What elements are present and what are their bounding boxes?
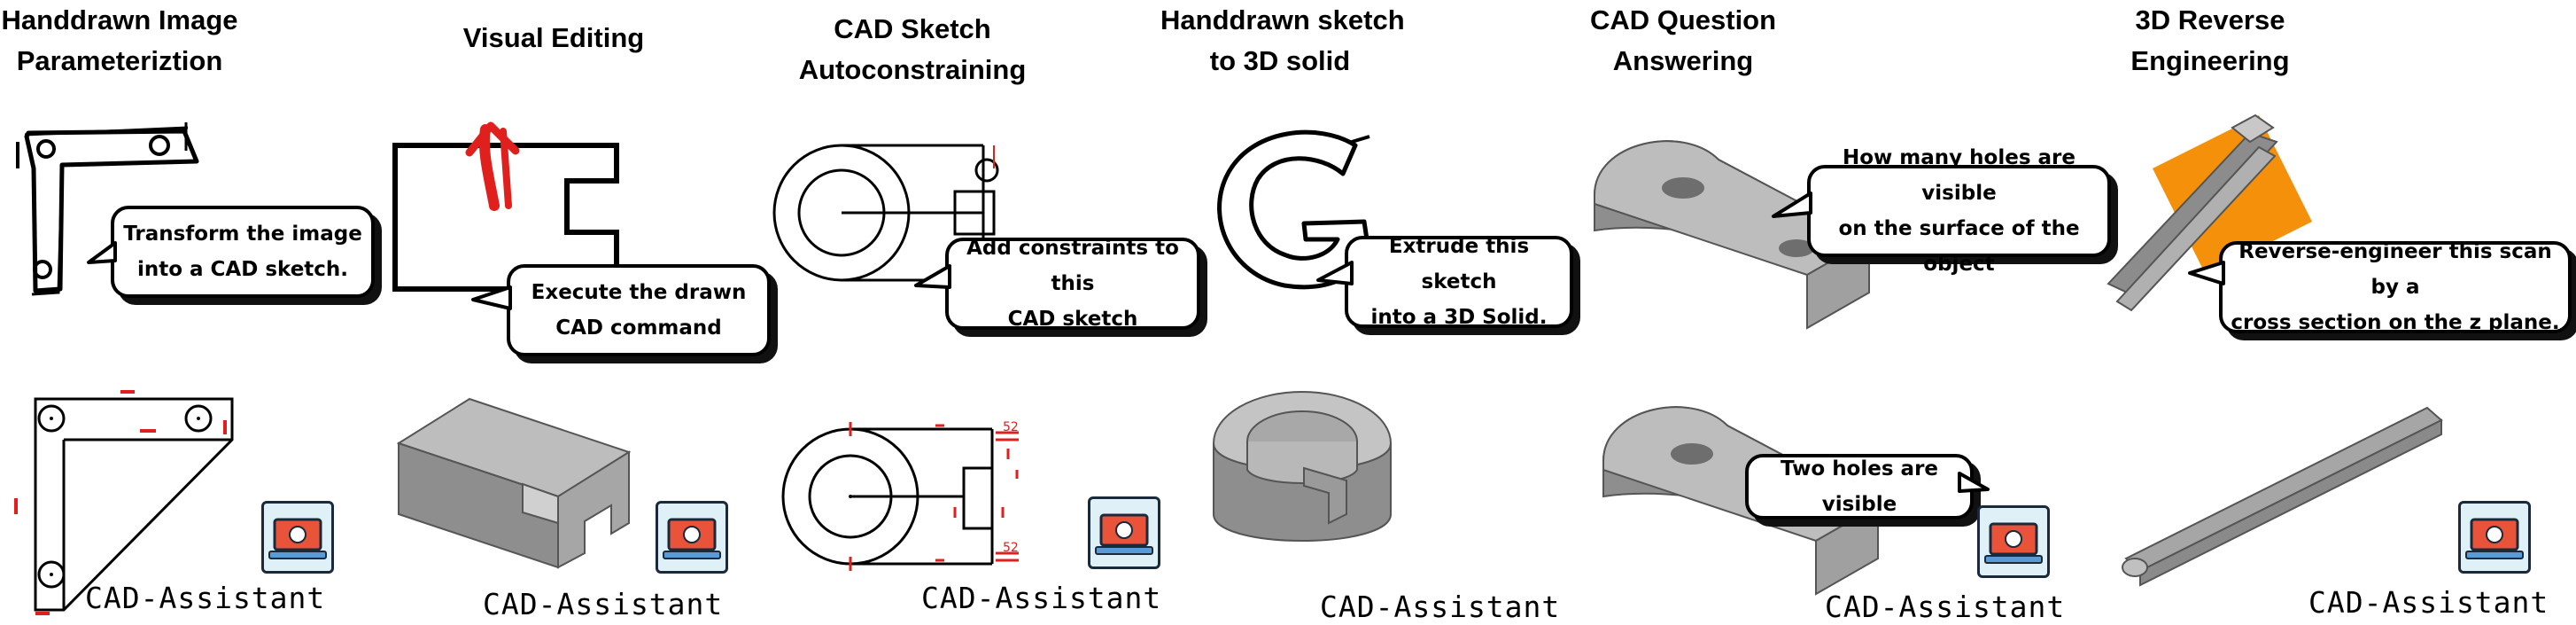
extruded-c-solid — [1213, 391, 1392, 542]
title-col4: Handdrawn sketch to 3D solid — [1160, 0, 1405, 82]
constrained-cad-sketch: 52 52 — [781, 420, 1019, 571]
prompt-bubble-col3: Add constraints to this CAD sketch — [945, 237, 1200, 331]
prompt-line: on the surface of the object — [1838, 217, 2080, 276]
bubble-tail — [1772, 191, 1812, 218]
title-col2: Visual Editing — [416, 0, 691, 59]
prompt-line: into a 3D Solid. — [1370, 306, 1548, 329]
prompt-bubble-col1: Transform the image into a CAD sketch. — [111, 206, 375, 298]
prompt-bubble-col2: Execute the drawn CAD command — [507, 264, 771, 356]
prompt-line: Reverse-engineer this scan by a — [2238, 240, 2552, 299]
robot-laptop-icon — [1977, 505, 2050, 578]
prompt-line: How many holes are visible — [1843, 146, 2076, 205]
reverse-engineered-rail — [2122, 406, 2443, 587]
title-line: Visual Editing — [462, 22, 645, 53]
cad-assistant-label-col3: CAD-Assistant — [921, 581, 1162, 615]
robot-laptop-icon — [1088, 496, 1160, 569]
prompt-line: Add constraints to this — [966, 237, 1179, 295]
bubble-tail — [1316, 261, 1354, 285]
cad-assistant-label-col1: CAD-Assistant — [85, 581, 326, 615]
bubble-tail — [87, 241, 117, 264]
prompt-bubble-col4: Extrude this sketch into a 3D Solid. — [1345, 235, 1573, 329]
title-col5: CAD Question Answering — [1586, 0, 1781, 82]
title-col3: CAD Sketch Autoconstraining — [788, 0, 1036, 90]
prompt-line: CAD sketch — [1007, 308, 1138, 331]
edited-3d-block — [396, 397, 632, 569]
title-line: 3D Reverse — [2135, 4, 2285, 35]
title-line: Autoconstraining — [798, 54, 1027, 85]
title-line: Parameteriztion — [16, 45, 223, 76]
cad-assistant-label-col6: CAD-Assistant — [2308, 585, 2549, 620]
cad-assistant-label-col5: CAD-Assistant — [1825, 590, 2066, 624]
cad-assistant-label-col4: CAD-Assistant — [1320, 590, 1561, 624]
answer-bubble: Two holes are visible — [1745, 454, 1974, 520]
prompt-line: Transform the image — [123, 223, 362, 246]
bubble-tail — [2188, 261, 2225, 285]
handdrawn-l-bracket-sketch — [16, 122, 199, 296]
bubble-tail — [914, 264, 951, 289]
robot-laptop-icon — [2458, 501, 2531, 574]
title-col1: Handdrawn Image Parameteriztion — [0, 0, 239, 82]
title-line: to 3D solid — [1209, 45, 1351, 76]
prompt-bubble-col6: Reverse-engineer this scan by a cross se… — [2219, 240, 2572, 334]
title-line: CAD Sketch — [834, 13, 991, 44]
prompt-line: cross section on the z plane. — [2231, 311, 2560, 334]
prompt-line: CAD command — [555, 316, 722, 340]
bubble-tail — [1958, 472, 1990, 493]
title-col6: 3D Reverse Engineering — [2117, 0, 2303, 82]
sketch-with-drawn-arrow — [392, 121, 619, 292]
bubble-tail — [471, 285, 512, 310]
prompt-bubble-col5: How many holes are visible on the surfac… — [1807, 146, 2111, 276]
prompt-line: Extrude this sketch — [1388, 235, 1530, 293]
prompt-line: Execute the drawn — [531, 281, 747, 304]
title-line: Engineering — [2130, 45, 2290, 76]
cad-l-bracket-sketch — [14, 390, 234, 615]
title-line: Handdrawn sketch — [1160, 4, 1405, 35]
dimension-label: 52 — [1003, 541, 1019, 555]
robot-laptop-icon — [656, 501, 728, 574]
title-line: Handdrawn Image — [1, 4, 238, 35]
title-line: Answering — [1612, 45, 1754, 76]
answer-text: Two holes are visible — [1780, 457, 1939, 516]
dimension-label: 52 — [1003, 420, 1019, 434]
title-line: CAD Question — [1589, 4, 1777, 35]
cad-assistant-label-col2: CAD-Assistant — [483, 587, 724, 621]
scan-with-section-plane — [2107, 113, 2312, 312]
teardrop-part-with-holes — [1594, 140, 1872, 330]
prompt-line: into a CAD sketch. — [136, 258, 349, 281]
robot-laptop-icon — [261, 501, 334, 574]
